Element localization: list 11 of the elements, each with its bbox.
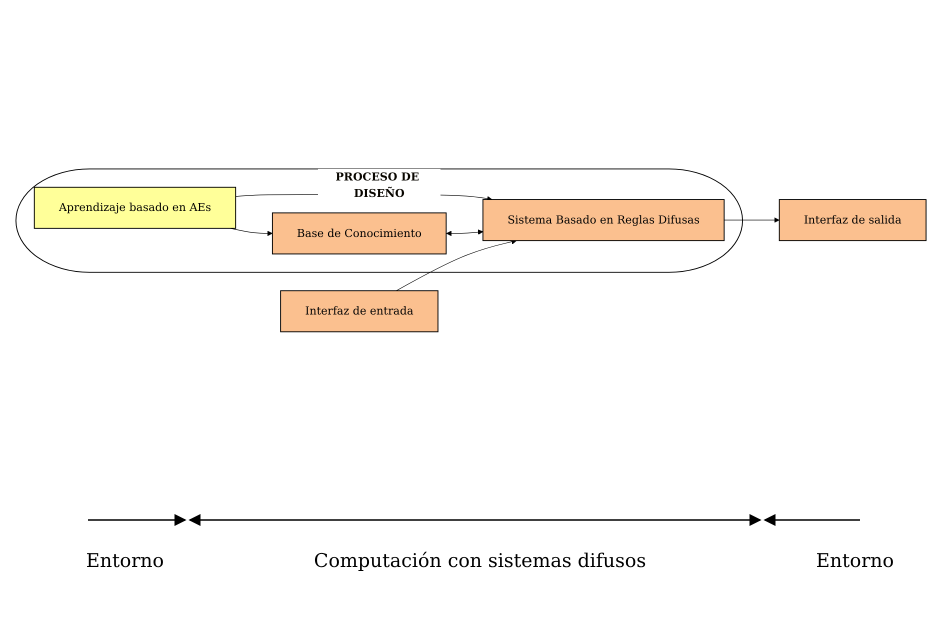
node-box: Sistema Basado en Reglas Difusas xyxy=(482,198,724,241)
arrow xyxy=(396,238,516,291)
range-label: Entorno xyxy=(85,550,165,572)
node-box: Interfaz de entrada xyxy=(280,290,438,332)
range-label: Entorno xyxy=(815,550,895,572)
node-box: Interfaz de salida xyxy=(778,198,926,241)
arrow xyxy=(723,217,780,222)
node-box: Base de Conocimiento xyxy=(271,212,446,254)
node-box: Aprendizaje basado en AEs xyxy=(33,186,236,228)
arrow xyxy=(446,229,483,236)
range-label: Computación con sistemas difusos xyxy=(312,550,648,572)
